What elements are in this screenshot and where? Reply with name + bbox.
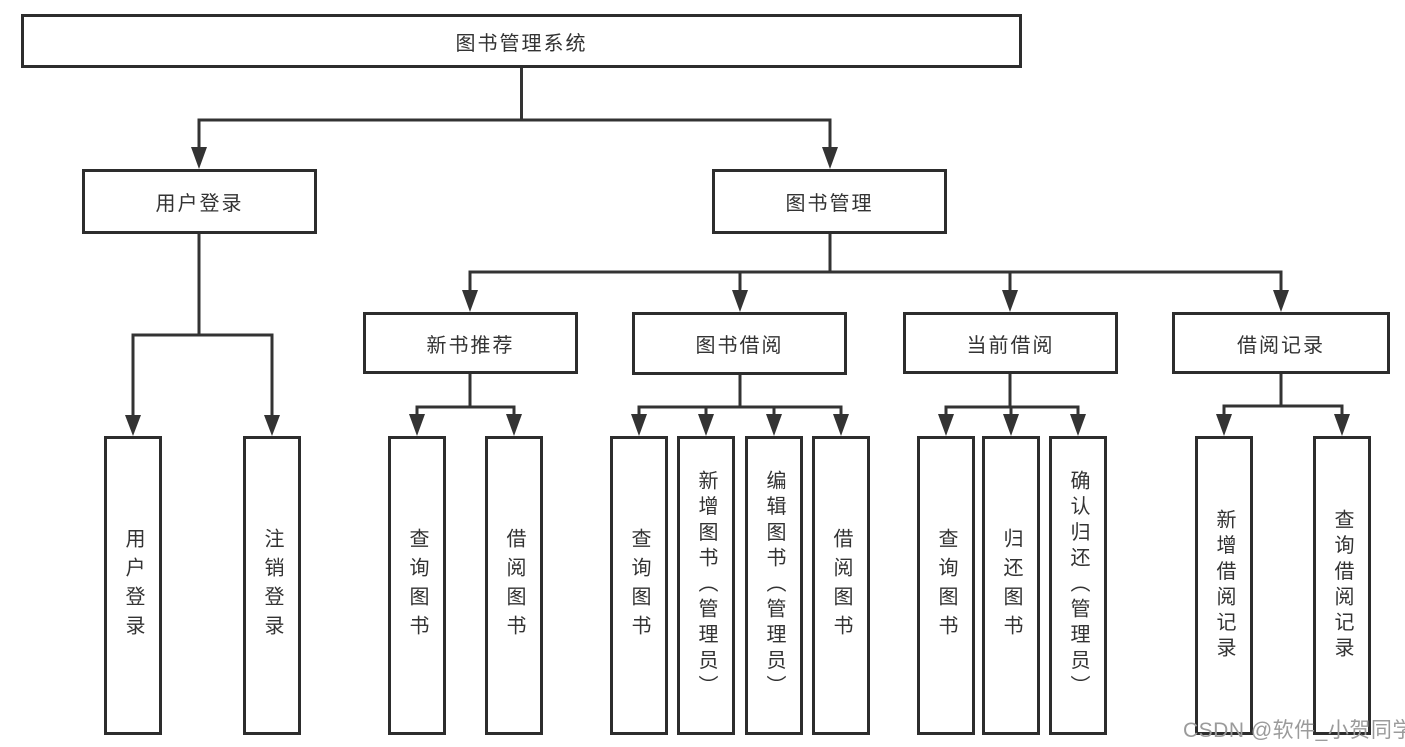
connector-book-borrow-children: [631, 373, 849, 436]
connector-book-mgmt-to-level3: [462, 231, 1289, 312]
connector-new-book-children: [409, 372, 522, 436]
leaf-user-login-label: 用户登录: [122, 527, 144, 644]
leaf-borrow-query-book-label: 查询图书: [628, 527, 650, 644]
leaf-borrow-book-label: 借阅图书: [830, 527, 852, 644]
leaf-add-book-admin-label: 新增图书（管理员）: [695, 470, 717, 701]
leaf-query-borrow-record-label: 查询借阅记录: [1331, 508, 1353, 663]
node-new-book-recommend: 新书推荐: [363, 312, 578, 374]
node-borrow-record-label: 借阅记录: [1237, 334, 1325, 357]
node-user-login: 用户登录: [82, 169, 317, 234]
leaf-confirm-return-admin: 确认归还（管理员）: [1049, 436, 1107, 735]
node-borrow-record: 借阅记录: [1172, 312, 1390, 374]
leaf-return-book: 归还图书: [982, 436, 1040, 735]
leaf-edit-book-admin-label: 编辑图书（管理员）: [763, 470, 785, 701]
node-current-borrow-label: 当前借阅: [966, 334, 1055, 357]
leaf-logout: 注销登录: [243, 436, 301, 735]
connector-current-borrow-children: [938, 372, 1086, 436]
leaf-recommend-borrow-book: 借阅图书: [485, 436, 543, 735]
leaf-return-book-label: 归还图书: [1000, 527, 1022, 644]
connector-borrow-record-children: [1216, 372, 1350, 436]
node-book-management-label: 图书管理: [785, 193, 874, 215]
leaf-add-borrow-record: 新增借阅记录: [1195, 436, 1253, 735]
node-current-borrow: 当前借阅: [903, 312, 1118, 374]
leaf-borrow-book: 借阅图书: [812, 436, 870, 735]
leaf-recommend-query-book: 查询图书: [388, 436, 446, 735]
node-user-login-label: 用户登录: [155, 193, 244, 215]
node-root-label: 图书管理系统: [455, 32, 588, 55]
node-book-borrow: 图书借阅: [632, 312, 847, 375]
csdn-watermark: CSDN @软件_小贺同学: [1183, 719, 1405, 742]
leaf-add-borrow-record-label: 新增借阅记录: [1213, 508, 1235, 663]
node-root: 图书管理系统: [21, 14, 1022, 68]
node-new-book-recommend-label: 新书推荐: [426, 334, 515, 357]
leaf-edit-book-admin: 编辑图书（管理员）: [745, 436, 803, 735]
node-book-management: 图书管理: [712, 169, 947, 234]
connector-user-login-children: [125, 231, 280, 436]
leaf-user-login: 用户登录: [104, 436, 162, 735]
leaf-recommend-query-book-label: 查询图书: [406, 527, 428, 644]
leaf-logout-label: 注销登录: [261, 527, 283, 644]
leaf-query-borrow-record: 查询借阅记录: [1313, 436, 1371, 735]
leaf-add-book-admin: 新增图书（管理员）: [677, 436, 735, 735]
connector-root-to-level2: [191, 65, 838, 169]
leaf-recommend-borrow-book-label: 借阅图书: [503, 527, 525, 644]
leaf-current-query-book-label: 查询图书: [935, 527, 957, 644]
leaf-current-query-book: 查询图书: [917, 436, 975, 735]
node-book-borrow-label: 图书借阅: [695, 335, 784, 357]
leaf-borrow-query-book: 查询图书: [610, 436, 668, 735]
leaf-confirm-return-admin-label: 确认归还（管理员）: [1067, 470, 1089, 701]
